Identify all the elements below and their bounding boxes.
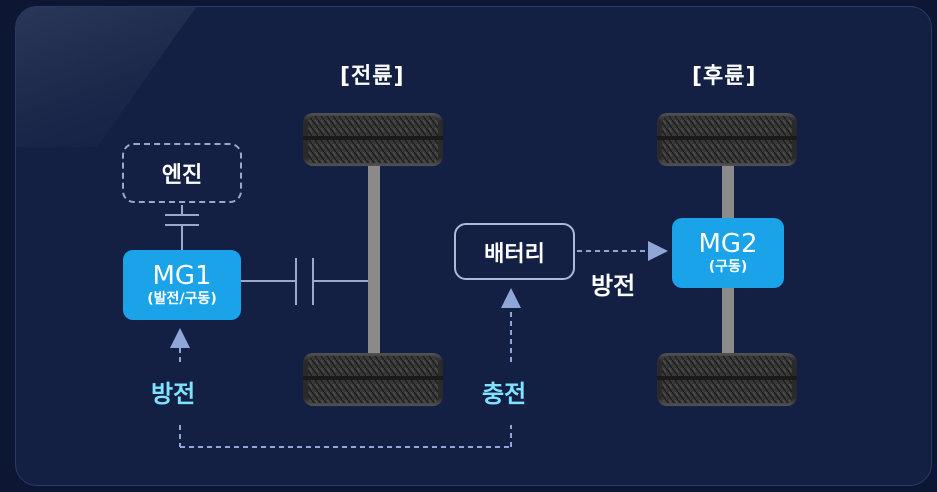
battery-label: 배터리 [484,241,545,267]
mg1-name: MG1 [152,261,212,291]
mg1-axle-clutch-link [241,258,368,305]
mg1-role: (발전/구동) [147,291,217,307]
engine-box: 엔진 [122,143,242,203]
battery-charge-label: 충전 [482,380,527,408]
mg2-discharge-label: 방전 [591,272,636,300]
mg2-name: MG2 [698,229,758,259]
charge-flow-path [170,241,668,448]
engine-label: 엔진 [161,163,203,188]
mg1-discharge-label: 방전 [151,380,196,408]
engine-clutch-link [165,205,199,250]
mg1-box: MG1 (발전/구동) [123,250,241,320]
front-bottom-tire [303,353,443,406]
mg2-role: (구동) [708,259,748,275]
rear-top-tire [657,113,797,166]
rear-wheel-heading: [후륜] [692,64,757,89]
rear-bottom-tire [657,353,797,406]
battery-box: 배터리 [454,223,575,280]
front-axle [368,150,380,365]
front-top-tire [303,113,443,166]
front-wheel-heading: [전륜] [340,64,405,89]
mg2-box: MG2 (구동) [672,218,784,288]
